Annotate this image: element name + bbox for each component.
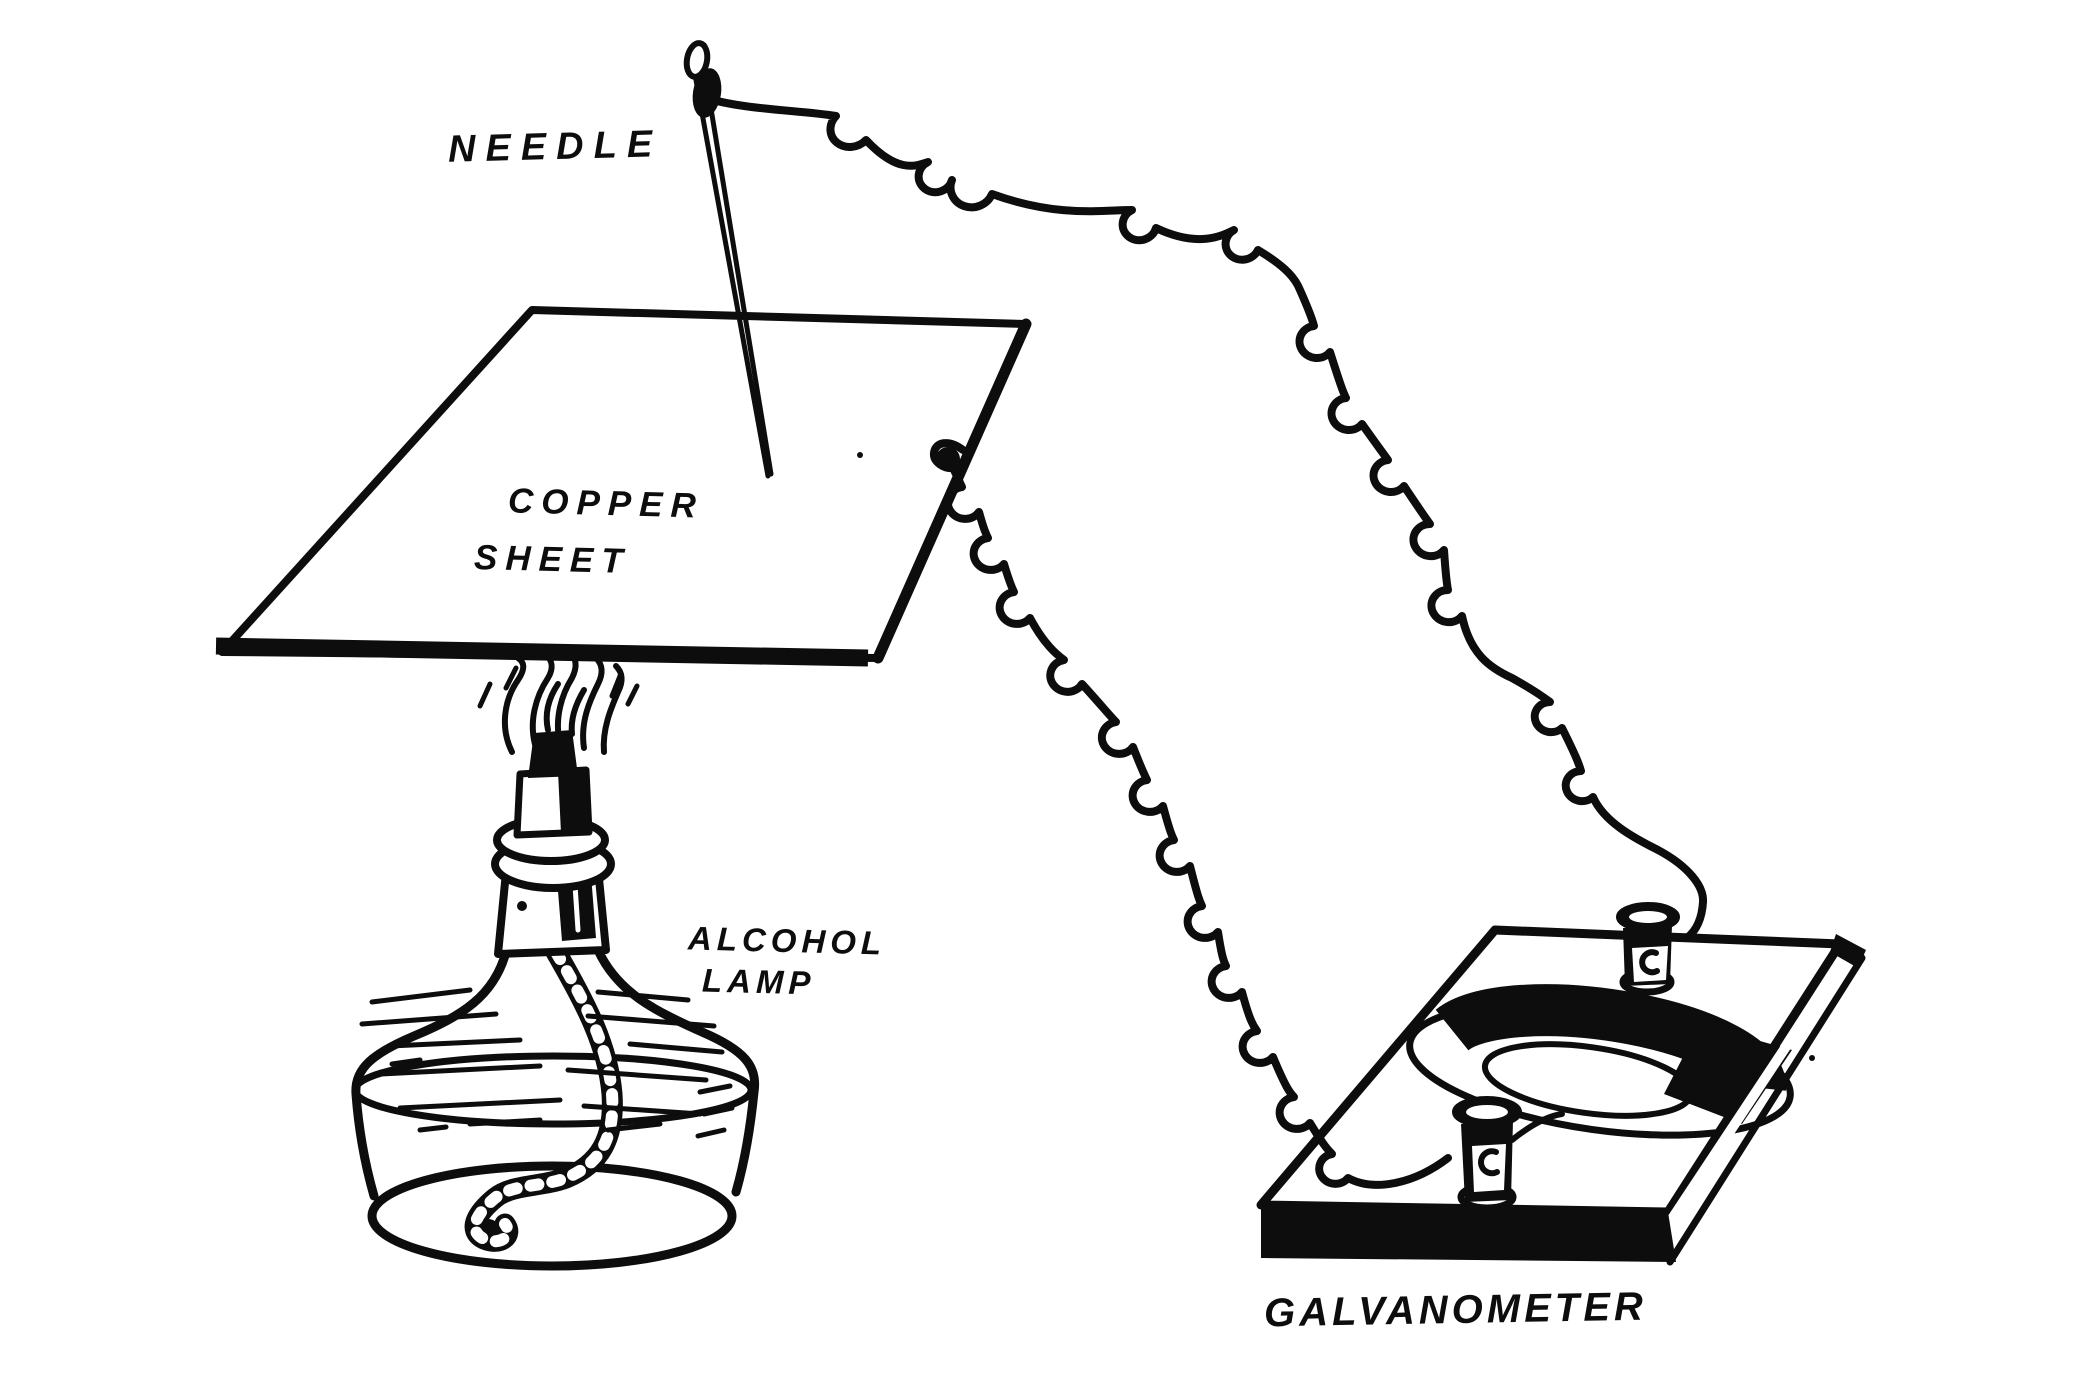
needle-eye-wrap: [692, 68, 722, 118]
needle-label: NEEDLE: [447, 123, 663, 171]
copper-sheet-label-line1: COPPER: [507, 481, 705, 526]
alcohol-surface: [351, 1052, 755, 1128]
needle-eye: [683, 40, 711, 80]
alcohol-lamp-label-line2: LAMP: [701, 961, 816, 1002]
copper-sheet-label-line2: SHEET: [473, 537, 632, 582]
copper-sheet-drawing: [215, 306, 1032, 667]
alcohol-lamp-label-line1: ALCOHOL: [687, 919, 887, 962]
wick-collar: [513, 766, 593, 839]
ink-speck: [857, 452, 863, 458]
binding-post-lower: [1452, 1096, 1565, 1212]
coil-link-wire: [1509, 1111, 1565, 1143]
galvanometer-drawing: [1256, 925, 1866, 1266]
glass-hatching: [359, 987, 735, 1139]
wire-needle-to-galvanometer: [702, 94, 1707, 942]
flask-left-wall: [351, 947, 511, 1201]
galvanometer-label: GALVANOMETER: [1263, 1284, 1648, 1336]
galvanometer-coil: [1406, 984, 1794, 1139]
board-thickness: [1261, 1205, 1676, 1262]
alcohol-lamp-drawing: [351, 730, 760, 1271]
wick-rope: [464, 941, 623, 1252]
board-right-corner: [1830, 934, 1866, 968]
wire-sheet-to-galvanometer: [930, 439, 1452, 1189]
wick-cap: [528, 730, 578, 778]
flame-accent-ticks: [477, 665, 640, 709]
flask-bottom: [367, 1161, 737, 1271]
flame-drawing: [477, 650, 640, 755]
needle-drawing: [683, 40, 774, 479]
binding-post-upper: [1616, 902, 1680, 996]
